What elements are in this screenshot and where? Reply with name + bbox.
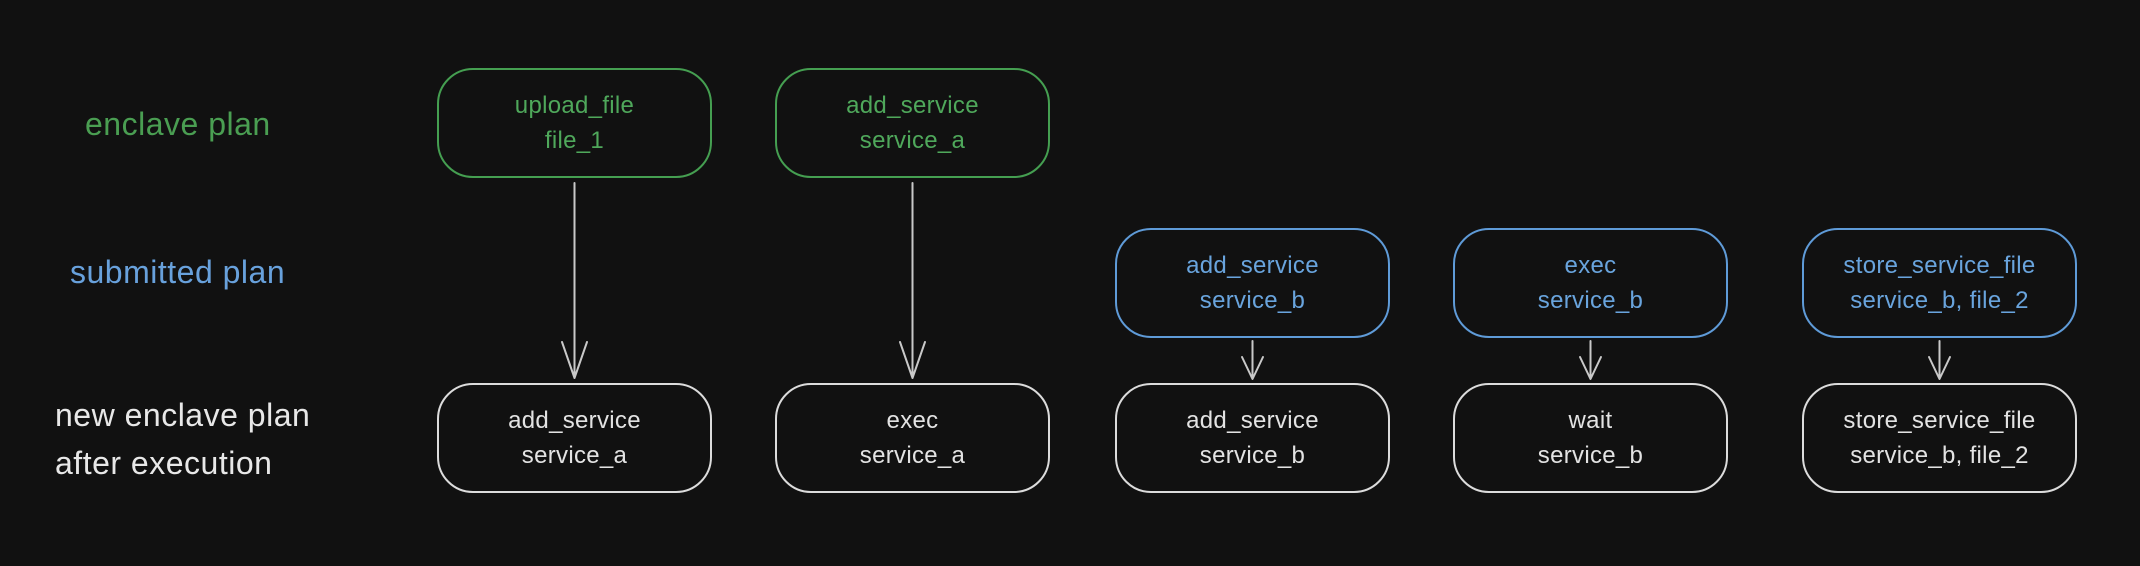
node-line2: service_b [1537,441,1644,469]
row-label-text: enclave plan [85,106,271,142]
node-line1: upload_file [514,91,635,119]
row-label-new-enclave-plan: new enclave plan after execution [55,391,310,487]
row-label-enclave-plan: enclave plan [85,100,271,148]
arrow-upload-file-to-add-service-a [561,182,588,379]
row-label-text-line2: after execution [55,445,273,481]
node-enclave-upload-file: upload_file file_1 [437,68,712,178]
node-line1: store_service_file [1843,406,2036,434]
node-submitted-store-service-file: store_service_file service_b, file_2 [1802,228,2077,338]
node-line2: service_b, file_2 [1850,286,2029,314]
node-line1: exec [1564,251,1617,279]
arrow-store-service-file-to-store-service-file [1928,340,1951,380]
node-result-add-service-a: add_service service_a [437,383,712,493]
node-enclave-add-service-a: add_service service_a [775,68,1050,178]
node-line2: service_b, file_2 [1850,441,2029,469]
node-result-wait-service-b: wait service_b [1453,383,1728,493]
row-label-text-line1: new enclave plan [55,397,311,433]
node-line1: add_service [508,406,641,434]
node-line1: add_service [846,91,979,119]
node-line2: file_1 [544,126,605,154]
node-result-add-service-b: add_service service_b [1115,383,1390,493]
node-line1: store_service_file [1843,251,2036,279]
node-line1: add_service [1186,251,1319,279]
node-line1: exec [886,406,939,434]
node-line2: service_b [1199,441,1306,469]
row-label-submitted-plan: submitted plan [70,248,285,296]
node-line2: service_a [859,126,966,154]
node-submitted-add-service-b: add_service service_b [1115,228,1390,338]
node-line1: add_service [1186,406,1319,434]
node-line2: service_b [1199,286,1306,314]
node-result-exec-service-a: exec service_a [775,383,1050,493]
arrow-add-service-a-to-exec-service-a [899,182,926,379]
arrow-exec-service-b-to-wait-service-b [1579,340,1602,380]
node-line2: service_b [1537,286,1644,314]
node-submitted-exec-service-b: exec service_b [1453,228,1728,338]
node-line2: service_a [521,441,628,469]
row-label-text: submitted plan [70,254,286,290]
node-line2: service_a [859,441,966,469]
node-result-store-service-file: store_service_file service_b, file_2 [1802,383,2077,493]
node-line1: wait [1568,406,1613,434]
arrow-add-service-b-to-add-service-b [1241,340,1264,380]
